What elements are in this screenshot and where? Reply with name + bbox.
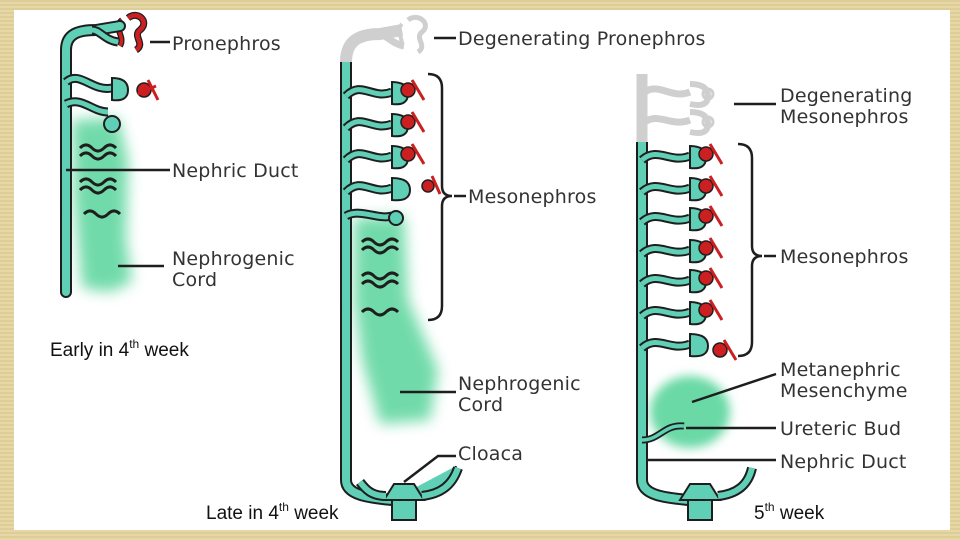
label-nephrogenic-line1: Nephrogenic bbox=[458, 373, 581, 395]
tubule bbox=[639, 205, 724, 232]
tubule bbox=[342, 143, 426, 170]
label-nephrogenic-line2: Cord bbox=[172, 269, 217, 291]
tubule bbox=[342, 111, 426, 138]
label-cloaca: Cloaca bbox=[458, 443, 523, 465]
caption-late-4th-week: Late in 4th week bbox=[206, 500, 339, 524]
mesonephros-bracket bbox=[427, 72, 453, 322]
nephric-duct-late bbox=[340, 62, 463, 521]
label-degenerating-mesonephros-line1: Degenerating bbox=[780, 85, 913, 107]
tubule bbox=[343, 208, 404, 226]
label-nephrogenic-line2: Cord bbox=[458, 394, 503, 416]
label-mesonephros: Mesonephros bbox=[468, 186, 597, 208]
panel-late-4th-week: Degenerating Pronephros Mesonephros Neph… bbox=[206, 14, 706, 524]
label-ureteric-bud: Ureteric Bud bbox=[780, 418, 901, 440]
cloaca-leader bbox=[403, 454, 456, 483]
tubule bbox=[639, 299, 724, 326]
label-pronephros: Pronephros bbox=[172, 33, 281, 55]
degenerating-pronephros bbox=[340, 14, 428, 63]
label-nephric-duct: Nephric Duct bbox=[780, 451, 907, 473]
tubule bbox=[639, 175, 724, 202]
nephric-duct-5th bbox=[636, 142, 757, 521]
tubule bbox=[342, 175, 442, 202]
label-nephric-duct: Nephric Duct bbox=[172, 160, 299, 182]
degenerating-mesonephros bbox=[636, 74, 715, 142]
label-degenerating-pronephros: Degenerating Pronephros bbox=[458, 28, 706, 50]
tubule bbox=[639, 237, 724, 264]
caption-early-4th-week: Early in 4th week bbox=[50, 337, 189, 361]
label-mesonephros: Mesonephros bbox=[780, 246, 909, 268]
tubule bbox=[639, 332, 738, 361]
label-metanephric-line2: Mesenchyme bbox=[780, 380, 908, 402]
label-nephrogenic-line1: Nephrogenic bbox=[172, 248, 295, 270]
panel-early-4th-week: Pronephros Nephric Duct Nephrogenic Cord… bbox=[50, 11, 299, 361]
nephrogenic-cord-blob bbox=[72, 118, 132, 292]
slide-panel bbox=[14, 10, 950, 530]
nephric-vesicles-late bbox=[360, 237, 400, 317]
nephric-duct-early bbox=[60, 20, 130, 298]
nephric-vesicles-early bbox=[78, 143, 122, 219]
tubule bbox=[639, 143, 724, 170]
label-degenerating-mesonephros-line2: Mesonephros bbox=[780, 106, 909, 128]
mesonephric-tubules-5th bbox=[639, 143, 738, 361]
mesonephric-tubules-late bbox=[342, 79, 442, 226]
tubule bbox=[639, 267, 724, 294]
metanephric-leader bbox=[691, 372, 777, 404]
panel-5th-week: Degenerating Mesonephros Mesonephros Met… bbox=[636, 74, 913, 524]
label-metanephric-line1: Metanephric bbox=[780, 359, 901, 381]
nephrogenic-cord-blob bbox=[354, 216, 438, 424]
caption-5th-week: 5th week bbox=[754, 500, 825, 524]
metanephric-mesenchyme-blob bbox=[650, 376, 730, 448]
tubule bbox=[342, 79, 426, 106]
mesonephros-bracket bbox=[737, 142, 763, 358]
